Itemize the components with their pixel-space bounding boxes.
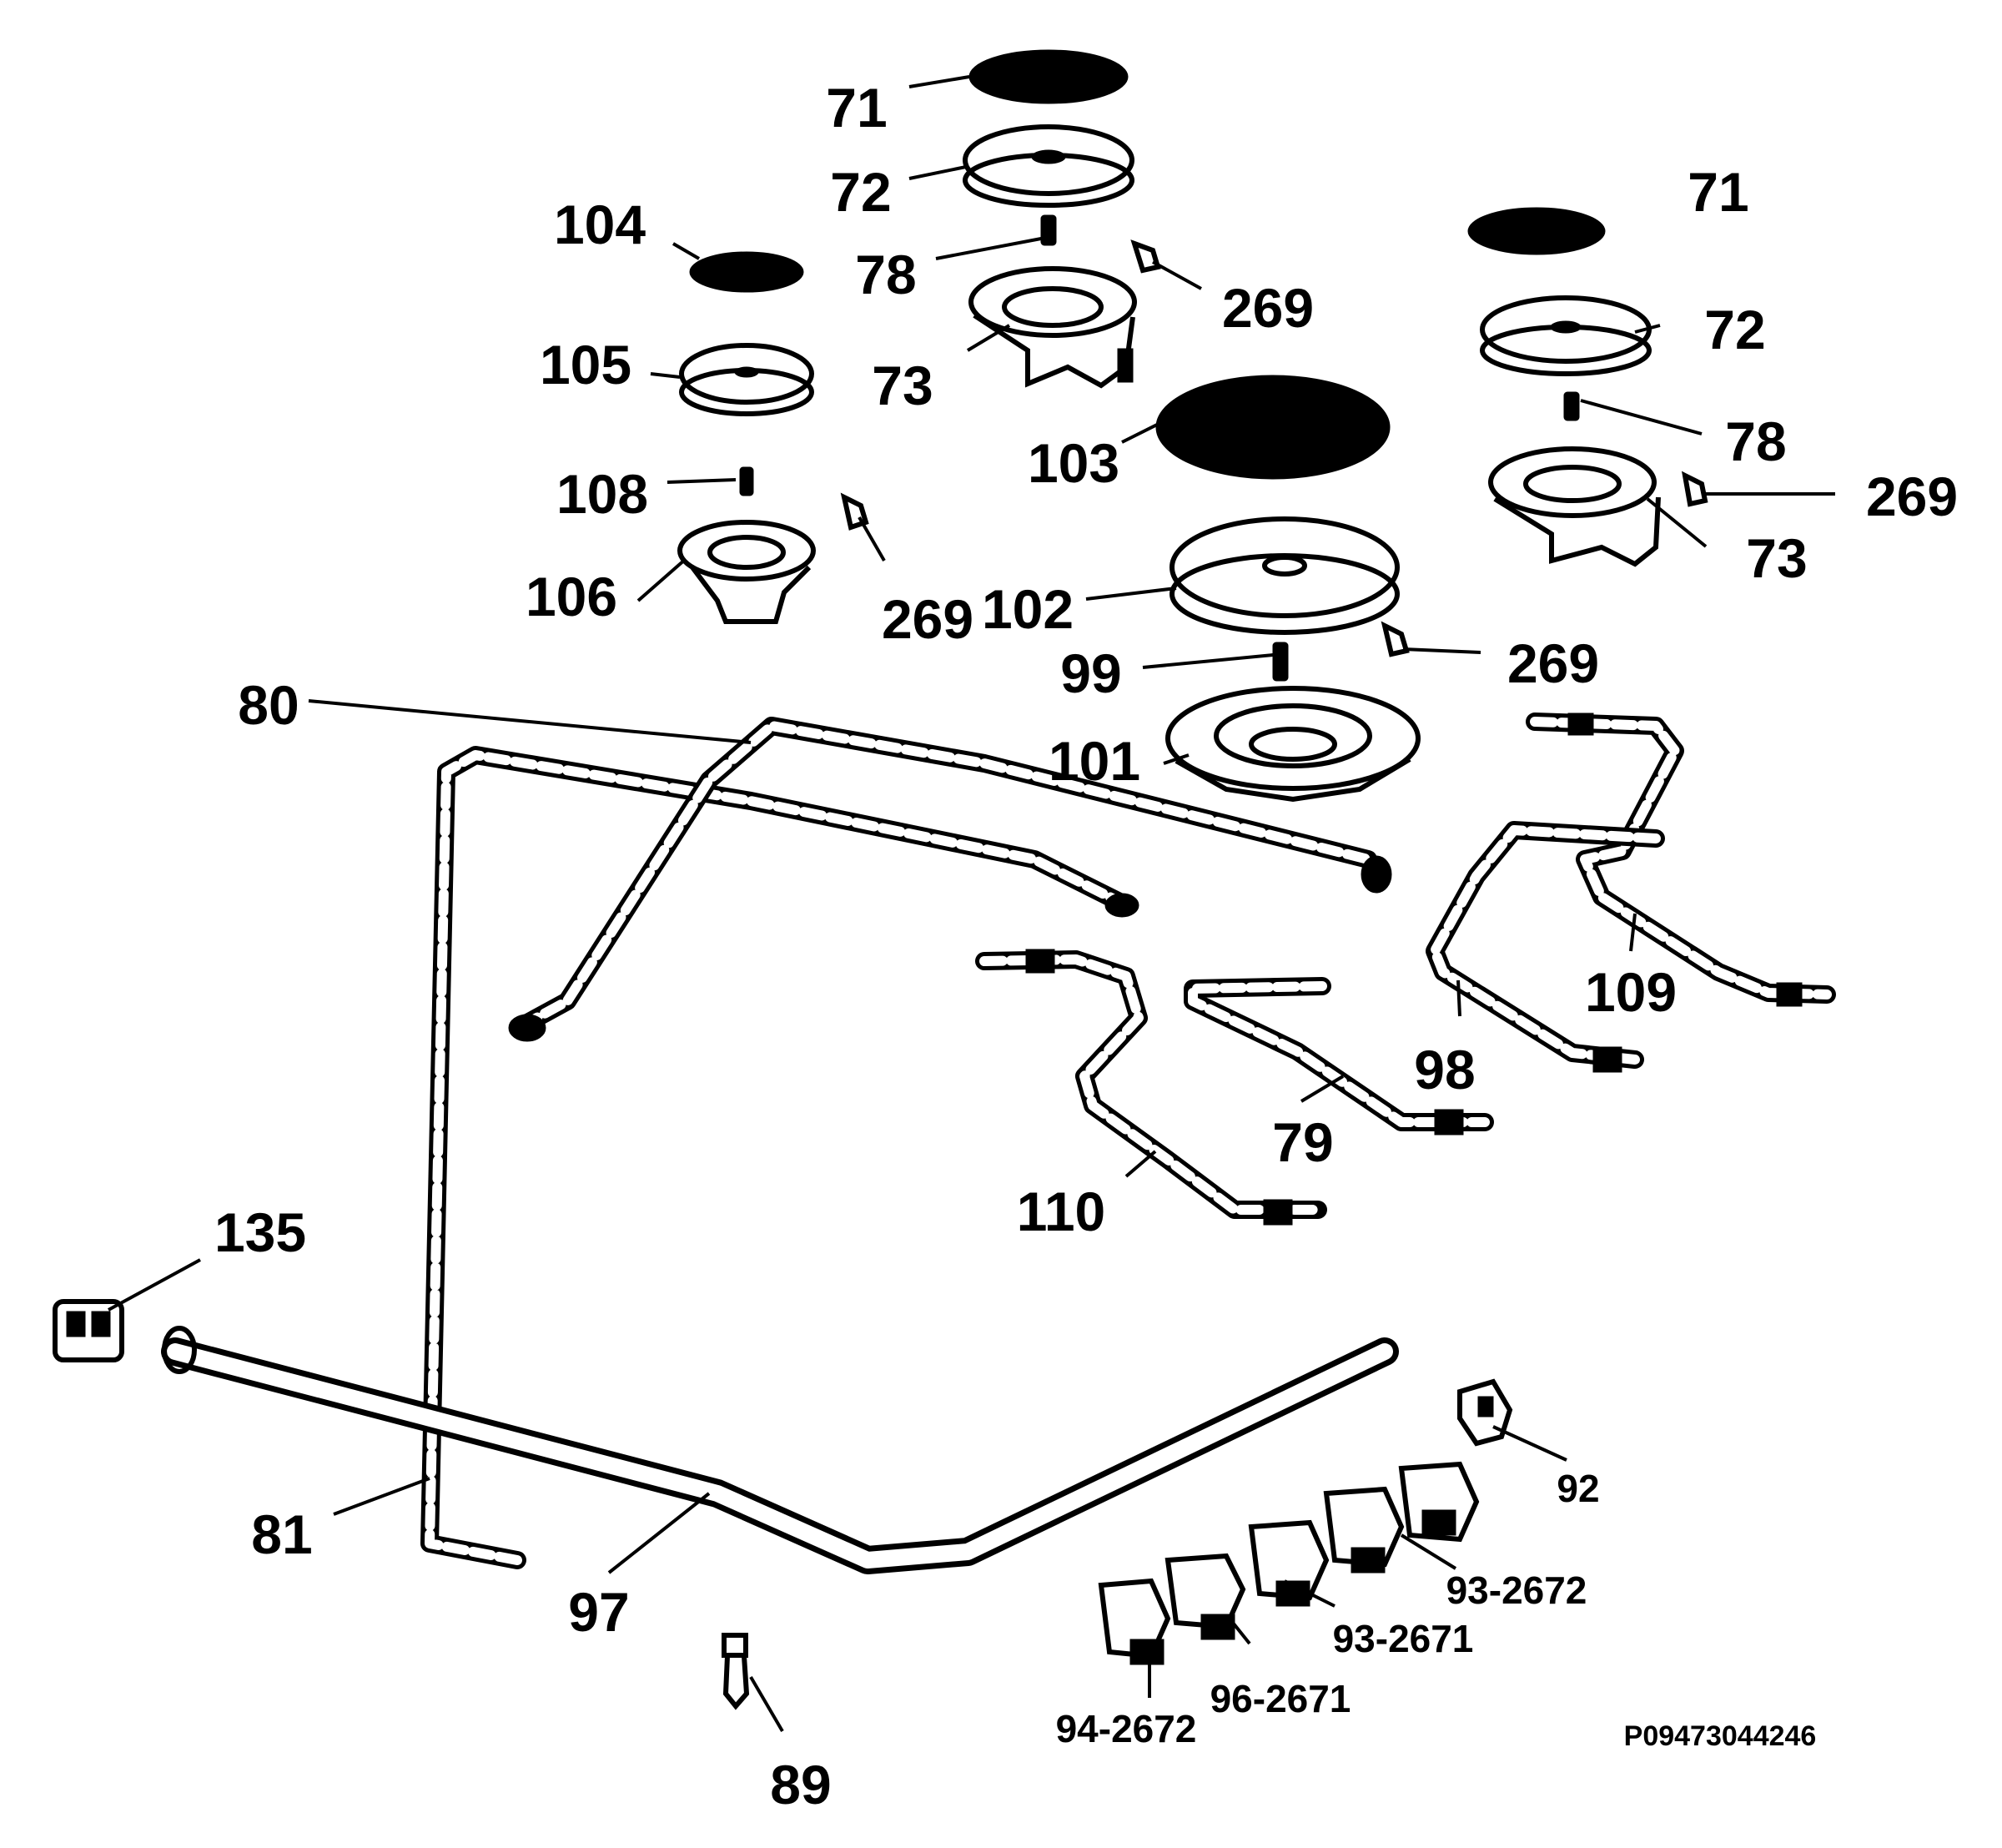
burner-base-101 — [1165, 686, 1421, 803]
label-80: 80 — [238, 674, 299, 736]
valve-92 — [1457, 1378, 1513, 1447]
burner-base-73-right — [1488, 446, 1661, 567]
label-269-left: 269 — [882, 588, 973, 650]
label-97: 97 — [568, 1581, 629, 1643]
label-73-top: 73 — [872, 355, 933, 416]
diagram-code: P09473044246 — [1624, 1720, 1817, 1752]
gas-tube-110 — [975, 949, 1327, 1226]
burner-base-106 — [677, 520, 816, 624]
label-102: 102 — [982, 578, 1074, 640]
label-93-2672: 93-2672 — [1446, 1569, 1587, 1612]
gas-tube-109 — [1526, 713, 1836, 1007]
label-105: 105 — [540, 334, 631, 395]
label-99: 99 — [1060, 642, 1121, 704]
gas-tube-98 — [1426, 821, 1665, 1073]
label-71-top: 71 — [826, 77, 887, 138]
burner-cap-71-right — [1467, 207, 1606, 255]
label-78-right: 78 — [1725, 410, 1786, 472]
injector-99 — [1272, 642, 1289, 682]
label-269-top: 269 — [1222, 277, 1314, 339]
injector-108 — [739, 466, 754, 496]
label-78-top: 78 — [855, 244, 916, 305]
thermocouple-89 — [722, 1633, 750, 1710]
label-71-right: 71 — [1688, 161, 1748, 223]
burner-crown-102 — [1170, 516, 1400, 635]
gas-tube-80 — [420, 746, 1139, 1569]
burner-crown-72-top — [963, 124, 1134, 208]
label-104: 104 — [554, 194, 646, 255]
burner-cap-104 — [689, 251, 804, 293]
label-72-right: 72 — [1704, 299, 1765, 360]
label-73-right: 73 — [1746, 527, 1807, 589]
gas-tube-79 — [1184, 977, 1494, 1135]
electrode-269-b — [840, 492, 886, 561]
label-101: 101 — [1049, 730, 1140, 792]
burner-cap-71-top — [968, 49, 1129, 104]
gas-tube-80b — [508, 717, 1392, 1042]
label-269-centre: 269 — [1507, 632, 1599, 694]
label-106: 106 — [526, 566, 617, 627]
electrode-269-a — [1130, 239, 1202, 290]
label-108: 108 — [556, 463, 648, 525]
label-89: 89 — [770, 1754, 831, 1815]
label-79: 79 — [1272, 1111, 1333, 1173]
burner-cap-103 — [1155, 375, 1391, 480]
label-110: 110 — [1017, 1181, 1105, 1242]
burner-base-73-top — [968, 266, 1137, 389]
label-103: 103 — [1028, 432, 1119, 494]
label-72-top: 72 — [830, 161, 891, 223]
injector-78-right — [1563, 391, 1580, 421]
leader-lines — [108, 75, 1708, 1733]
label-98: 98 — [1414, 1039, 1475, 1100]
label-135: 135 — [214, 1201, 306, 1263]
connector-135 — [53, 1299, 124, 1362]
label-81: 81 — [251, 1503, 312, 1565]
burner-crown-72-right — [1480, 295, 1652, 376]
burner-crown-105 — [679, 343, 814, 416]
gas-taps-cluster — [1098, 1461, 1480, 1665]
label-92: 92 — [1557, 1467, 1599, 1510]
injector-78-top — [1040, 214, 1057, 246]
electrode-269-d — [1381, 621, 1481, 657]
label-269-right: 269 — [1866, 466, 1958, 527]
label-96-2671: 96-2671 — [1210, 1677, 1351, 1720]
label-109: 109 — [1585, 961, 1677, 1023]
main-gas-pipe-97 — [161, 1326, 1399, 1574]
label-93-2671: 93-2671 — [1333, 1617, 1474, 1660]
label-94-2672: 94-2672 — [1056, 1707, 1197, 1750]
electrode-269-c — [1682, 471, 1835, 507]
